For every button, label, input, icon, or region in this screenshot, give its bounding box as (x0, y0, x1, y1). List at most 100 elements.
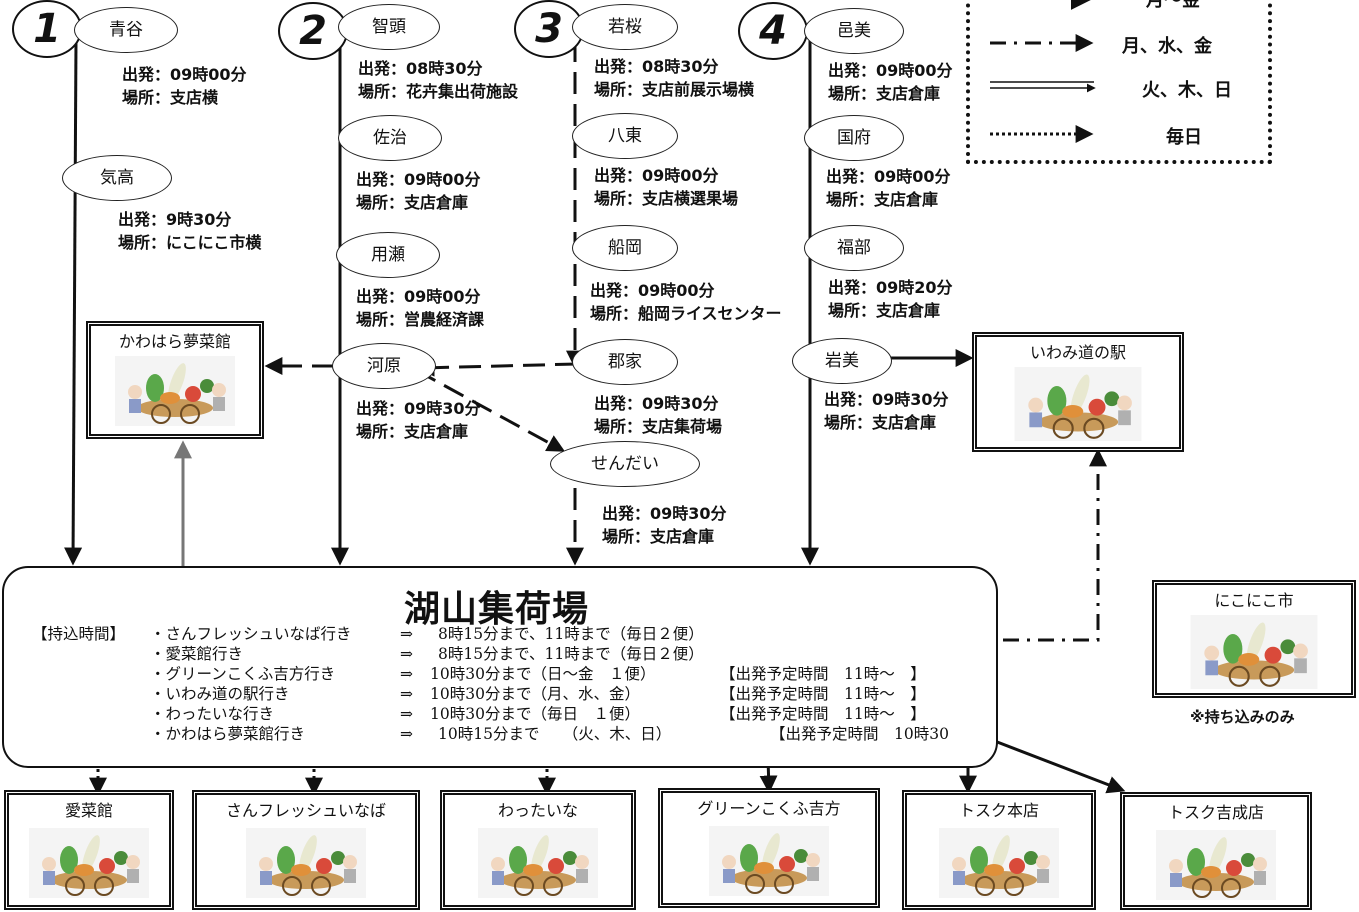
legend-label-mon-fri: 月～金 (1146, 0, 1200, 11)
stop-aoya-depart: 出発：09時00分 (122, 65, 247, 84)
sched-row-1-arrow: ⇒ (400, 625, 413, 643)
vegetable-cart-icon (478, 828, 598, 898)
dest-tosuku-honten-name: トスク本店 (958, 801, 1039, 820)
sched-row-4-time: 10時30分まで（月、水、金） (430, 685, 640, 703)
stop-koyami: 邑美 (804, 8, 904, 54)
dest-aisaikan: 愛菜館 (4, 790, 174, 910)
stop-saji-depart: 出発：09時00分 (356, 170, 481, 189)
stop-koge-depart: 出発：09時30分 (594, 394, 719, 413)
bring-in-label: 【持込時間】 (32, 625, 126, 643)
dest-tosuku-yoshinari-name: トスク吉成店 (1167, 803, 1264, 822)
stop-iwami: 岩美 (792, 338, 892, 384)
stop-hatto-depart: 出発：09時00分 (594, 166, 719, 185)
stop-wakasa-info: 出発：08時30分 場所：支店前展示場横 (594, 55, 754, 101)
vegetable-cart-icon (29, 828, 149, 898)
stop-kokufu-place: 場所：支店倉庫 (826, 190, 939, 209)
stop-fukube-depart: 出発：09時20分 (828, 278, 953, 297)
dest-wattaina-name: わったいな (497, 801, 578, 820)
stop-fukube-info: 出発：09時20分 場所：支店倉庫 (828, 276, 953, 322)
sched-row-6-time: 10時15分まで （火、木、日） (438, 725, 672, 743)
stop-mochigase-info: 出発：09時00分 場所：営農経済課 (356, 285, 484, 331)
dest-nikoniko: にこにこ市 (1152, 580, 1356, 698)
dest-nikoniko-name: にこにこ市 (1214, 591, 1294, 610)
legend: 月～金 月、水、金 火、木、日 毎日 (966, 0, 1272, 164)
stop-kawahara-info: 出発：09時30分 場所：支店倉庫 (356, 397, 481, 443)
stop-fukube: 福部 (804, 225, 904, 271)
stop-hatto-info: 出発：09時00分 場所：支店横選果場 (594, 164, 738, 210)
stop-iwami-depart: 出発：09時30分 (824, 390, 949, 409)
stop-wakasa-place: 場所：支店前展示場横 (594, 80, 755, 99)
sched-row-2-arrow: ⇒ (400, 645, 413, 663)
sched-row-2-dest: ・愛菜館行き (150, 645, 244, 663)
dest-greenkokufu-name: グリーンこくふ吉方 (697, 799, 841, 818)
legend-label-mon-wed-fri: 月、水、金 (1122, 36, 1212, 57)
sched-row-5-dest: ・わったいな行き (150, 705, 275, 723)
vegetable-cart-icon (1156, 830, 1276, 900)
dest-kawahara-yumesaikan: かわはら夢菜館 (86, 321, 264, 439)
route-1-badge: 1 (12, 0, 82, 58)
stop-funaoka-place: 場所：船岡ライスセンター (590, 304, 782, 323)
sched-row-1-dest: ・さんフレッシュいなば行き (150, 625, 352, 643)
dest-kawahara-name: かわはら夢菜館 (118, 332, 231, 351)
stop-iwami-info: 出発：09時30分 場所：支店倉庫 (824, 388, 949, 434)
stop-chizu-info: 出発：08時30分 場所：花卉集出荷施設 (358, 57, 518, 103)
stop-kokufu: 国府 (804, 115, 904, 161)
sched-row-4-depart: 【出発予定時間 11時～ 】 (720, 685, 926, 703)
stop-kawahara: 河原 (332, 343, 436, 389)
stop-mochigase-depart: 出発：09時00分 (356, 287, 481, 306)
stop-fukube-place: 場所：支店倉庫 (828, 301, 941, 320)
dest-iwami-station: いわみ道の駅 (972, 332, 1184, 452)
sched-row-5-time: 10時30分まで（毎日 １便） (430, 705, 640, 723)
stop-kokufu-depart: 出発：09時00分 (826, 167, 951, 186)
stop-chizu-depart: 出発：08時30分 (358, 59, 483, 78)
hub-to-iwami-line (968, 448, 1107, 642)
kawahara-to-sendai-line (415, 368, 566, 452)
vegetable-cart-icon (1014, 367, 1142, 441)
stop-ketaka-place: 場所：にこにこ市横 (118, 233, 262, 252)
stop-funaoka-depart: 出発：09時00分 (590, 281, 715, 300)
stop-mochigase-place: 場所：営農経済課 (356, 310, 485, 329)
stop-koge: 郡家 (572, 339, 678, 385)
vegetable-cart-icon (939, 828, 1059, 898)
hub-koyama: 湖山集荷場 【持込時間】 ・さんフレッシュいなば行き ⇒ 8時15分まで、11時… (2, 566, 998, 768)
vegetable-cart-icon (115, 356, 235, 426)
stop-ketaka-depart: 出発：9時30分 (118, 210, 232, 229)
vegetable-cart-icon (246, 828, 366, 898)
stop-koge-place: 場所：支店集荷場 (594, 417, 723, 436)
stop-koyami-place: 場所：支店倉庫 (828, 84, 941, 103)
stop-aoya-place: 場所：支店横 (122, 88, 219, 107)
sched-row-4-arrow: ⇒ (400, 685, 413, 703)
stop-chizu: 智頭 (338, 4, 440, 50)
route-1-line (64, 39, 83, 566)
stop-funaoka: 船岡 (572, 225, 678, 271)
dest-wattaina: わったいな (440, 790, 636, 910)
stop-funaoka-info: 出発：09時00分 場所：船岡ライスセンター (590, 279, 782, 325)
stop-koyami-depart: 出発：09時00分 (828, 61, 953, 80)
sched-row-3-arrow: ⇒ (400, 665, 413, 683)
stop-ketaka-info: 出発：9時30分 場所：にこにこ市横 (118, 208, 261, 254)
stop-ketaka: 気高 (62, 155, 172, 201)
stop-sendai-depart: 出発：09時30分 (602, 504, 727, 523)
route-4-badge: 4 (738, 2, 808, 60)
sched-row-4-dest: ・いわみ道の駅行き (150, 685, 290, 703)
vegetable-cart-icon (709, 826, 829, 896)
sched-row-3-depart: 【出発予定時間 11時～ 】 (720, 665, 926, 683)
stop-kokufu-info: 出発：09時00分 場所：支店倉庫 (826, 165, 951, 211)
stop-chizu-place: 場所：花卉集出荷施設 (358, 82, 519, 101)
stop-kawahara-place: 場所：支店倉庫 (356, 422, 469, 441)
hub-title: 湖山集荷場 (404, 588, 590, 630)
stop-aoya-info: 出発：09時00分 場所：支店横 (122, 63, 247, 109)
stop-koge-info: 出発：09時30分 場所：支店集荷場 (594, 392, 722, 438)
sched-row-3-time: 10時30分まで（日～金 １便） (430, 665, 656, 683)
sched-row-5-arrow: ⇒ (400, 705, 413, 723)
dest-green-kokufu: グリーンこくふ吉方 (658, 788, 880, 908)
dest-tosuku-honten: トスク本店 (902, 790, 1096, 910)
legend-lines (990, 0, 1096, 143)
stop-sendai-info: 出発：09時30分 場所：支店倉庫 (602, 502, 727, 548)
stop-wakasa: 若桜 (572, 4, 678, 50)
vegetable-cart-icon (1190, 615, 1318, 689)
dest-sanfresh-name: さんフレッシュいなば (225, 801, 386, 820)
legend-label-tue-thu-sun: 火、木、日 (1142, 80, 1232, 101)
dest-tosuku-yoshinari: トスク吉成店 (1120, 792, 1312, 910)
